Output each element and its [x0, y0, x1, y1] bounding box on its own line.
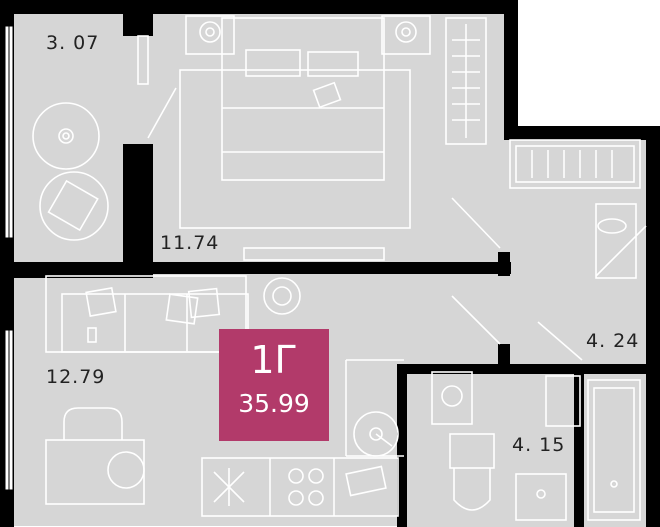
room-area-hallway: 4. 24 — [586, 330, 640, 352]
room-area-living-kitchen: 12.79 — [46, 366, 106, 388]
living-window — [4, 329, 14, 491]
apartment-badge: 1Г 35.99 — [219, 329, 329, 441]
apartment-total-area: 35.99 — [238, 389, 310, 418]
radiator-marks — [452, 39, 613, 178]
balcony-window — [4, 25, 14, 239]
room-area-bedroom: 11.74 — [160, 232, 220, 254]
floor-area — [14, 14, 646, 527]
furniture — [32, 15, 647, 521]
apartment-type: 1Г — [250, 338, 298, 382]
room-area-balcony: 3. 07 — [46, 32, 100, 54]
room-area-bathroom: 4. 15 — [512, 434, 566, 456]
